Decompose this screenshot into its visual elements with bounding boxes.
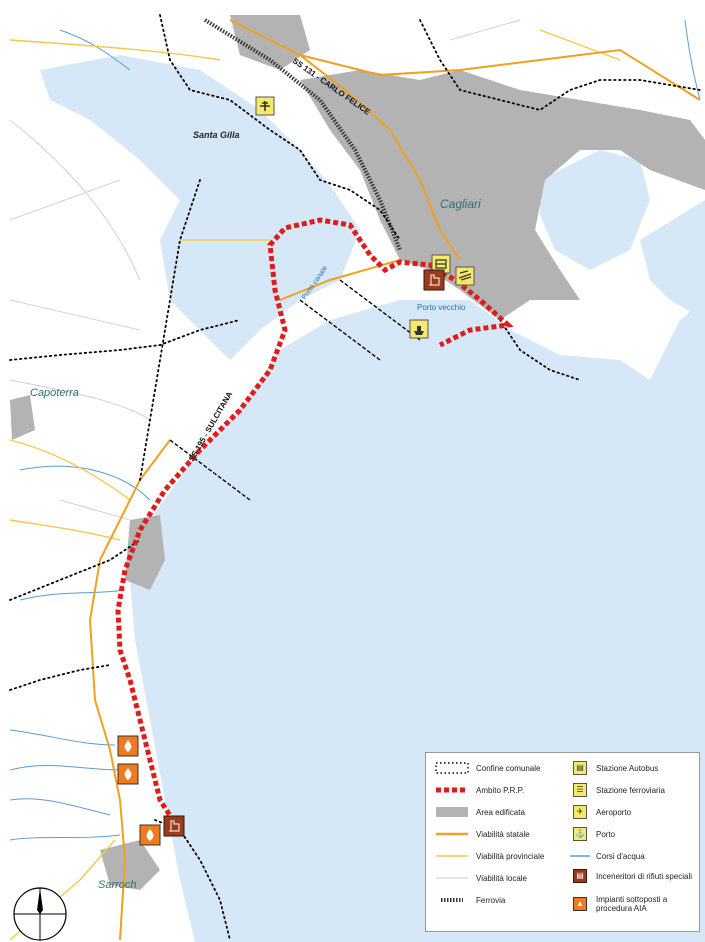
legend-item-port: ⚓ Porto: [568, 827, 615, 841]
legend-label: Ambito P.R.P.: [476, 785, 525, 795]
north-arrow: [13, 887, 67, 941]
aia-plant-marker[interactable]: [117, 763, 139, 785]
flame-icon: ▲: [573, 897, 587, 911]
incinerator-icon: [169, 820, 180, 832]
legend-label: Area edificata: [476, 807, 525, 817]
airplane-icon: ✈: [573, 805, 587, 819]
legend-item-incinerator: ▤ Inceneritori di rifiuti speciali: [568, 869, 696, 883]
place-label-santa-gilla: Santa Gilla: [193, 130, 240, 140]
legend-label: Corsi d'acqua: [596, 851, 645, 861]
place-label-cagliari: Cagliari: [440, 197, 481, 211]
rivers: [9, 19, 701, 841]
airplane-icon: [260, 101, 270, 111]
ship-icon: ⚓: [573, 827, 587, 841]
legend-label: Porto: [596, 829, 616, 839]
legend-item-train-station: ☰ Stazione ferroviaria: [568, 783, 665, 797]
legend-label: Aeroporto: [596, 807, 632, 817]
built-area-north: [230, 15, 310, 70]
aia-plant-marker[interactable]: [139, 824, 161, 846]
local-roads: [9, 19, 521, 521]
train-icon: [458, 270, 472, 281]
legend-item-airport: ✈ Aeroporto: [568, 805, 631, 819]
incinerator-icon: ▤: [573, 869, 587, 883]
aia-plant-marker[interactable]: [117, 735, 139, 757]
port-marker[interactable]: [409, 319, 429, 339]
legend-label: Viabilità provinciale: [476, 851, 545, 861]
train-icon: ☰: [573, 783, 587, 797]
legend-item-river: Corsi d'acqua: [568, 849, 645, 863]
built-area-sarroch: [100, 840, 160, 890]
lagoon-santa-gilla: [40, 55, 360, 360]
incinerator-marker-port[interactable]: [423, 269, 445, 291]
legend-item-aia-plant: ▲ Impianti sottoposti a procedura AIA: [568, 895, 696, 913]
incinerator-marker-sarroch[interactable]: [163, 815, 185, 837]
flame-icon: [124, 768, 132, 780]
legend-label: Impianti sottoposti a procedura AIA: [596, 895, 668, 913]
legend-item-state-road: Viabilità statale: [432, 827, 530, 841]
incinerator-icon: [429, 274, 440, 286]
airport-marker[interactable]: [255, 96, 275, 116]
place-label-capoterra: Capoterra: [30, 387, 79, 399]
legend-item-provincial-road: Viabilità provinciale: [432, 849, 544, 863]
legend: Confine comunale Ambito P.R.P. Area edif…: [425, 752, 700, 932]
legend-label: Ferrovia: [476, 895, 506, 905]
bus-icon: [435, 259, 447, 269]
place-label-sarroch: Sarroch: [98, 879, 137, 891]
ship-icon: [414, 326, 424, 335]
municipal-boundaries: [9, 14, 701, 941]
pond-molentargius: [540, 150, 650, 270]
built-area-cagliari: [300, 70, 705, 320]
legend-item-prp: Ambito P.R.P.: [432, 783, 524, 797]
flame-icon: [146, 829, 154, 841]
legend-item-railway: Ferrovia: [432, 893, 505, 907]
flame-icon: [124, 740, 132, 752]
breakwaters: [169, 279, 421, 501]
built-area-capoterra-south: [125, 515, 165, 590]
legend-label: Viabilità locale: [476, 873, 527, 883]
train-station-marker[interactable]: [455, 266, 475, 286]
legend-label: Confine comunale: [476, 763, 541, 773]
state-roads: [88, 19, 701, 941]
legend-item-bus-station: ▤ Stazione Autobus: [568, 761, 658, 775]
railway: [203, 18, 402, 251]
legend-label: Stazione ferroviaria: [596, 785, 665, 795]
legend-label: Inceneritori di rifiuti speciali: [596, 871, 693, 881]
bus-icon: ▤: [573, 761, 587, 775]
legend-item-built: Area edificata: [432, 805, 525, 819]
legend-label: Stazione Autobus: [596, 763, 659, 773]
built-area-west: [10, 395, 35, 440]
sea-east-bay: [640, 200, 705, 320]
place-label-porto-vecchio: Porto vecchio: [417, 303, 466, 312]
bus-station-marker[interactable]: [431, 254, 451, 274]
legend-item-local-road: Viabilità locale: [432, 871, 527, 885]
legend-item-boundary: Confine comunale: [432, 761, 540, 775]
legend-label: Viabilità statale: [476, 829, 530, 839]
